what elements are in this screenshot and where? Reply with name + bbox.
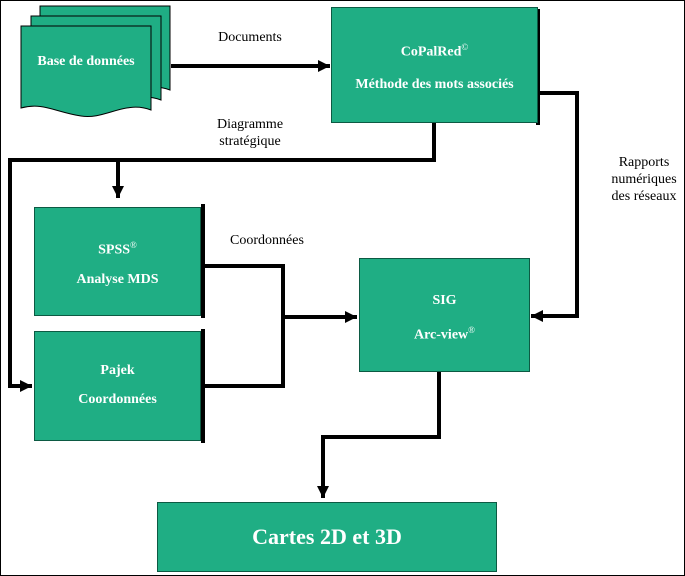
edge-copalred-to-sig xyxy=(531,91,579,322)
edge-split-to-pajek xyxy=(8,158,120,392)
database-label: Base de données xyxy=(37,54,135,69)
copalred-box: CoPalRed© Méthode des mots associés xyxy=(331,7,538,123)
edge-label-diagramme: Diagramme stratégique xyxy=(216,117,284,149)
pajek-line1: Pajek xyxy=(100,363,135,378)
spss-box: SPSS® Analyse MDS xyxy=(34,207,201,316)
edge-sig-to-maps xyxy=(317,371,441,498)
copalred-line2: Méthode des mots associés xyxy=(355,76,514,92)
maps-box: Cartes 2D et 3D xyxy=(157,502,497,572)
sig-box: SIG Arc-view® xyxy=(359,258,530,372)
edge-label-rapports: Rapports numériques des réseaux xyxy=(611,155,677,204)
edge-spss-to-sig xyxy=(199,264,357,323)
sig-line2: Arc-view® xyxy=(413,325,475,343)
pajek-box: Pajek Coordonnées xyxy=(34,331,201,441)
database-node: Base de données xyxy=(20,5,171,118)
spss-line2: Analyse MDS xyxy=(76,271,159,287)
box-shadow-edge xyxy=(201,9,540,443)
maps-label: Cartes 2D et 3D xyxy=(252,524,402,549)
edge-label-coordonnees: Coordonnées xyxy=(230,233,304,248)
copalred-line1: CoPalRed© xyxy=(400,42,469,60)
edge-label-documents: Documents xyxy=(218,30,282,45)
edge-pajek-to-merge xyxy=(199,315,285,388)
sig-line1: SIG xyxy=(432,293,457,308)
spss-line1: SPSS® xyxy=(98,240,137,258)
pajek-line2: Coordonnées xyxy=(78,392,157,407)
document-stack-front xyxy=(20,25,152,118)
edge-copalred-to-spss-pajek xyxy=(112,122,436,198)
